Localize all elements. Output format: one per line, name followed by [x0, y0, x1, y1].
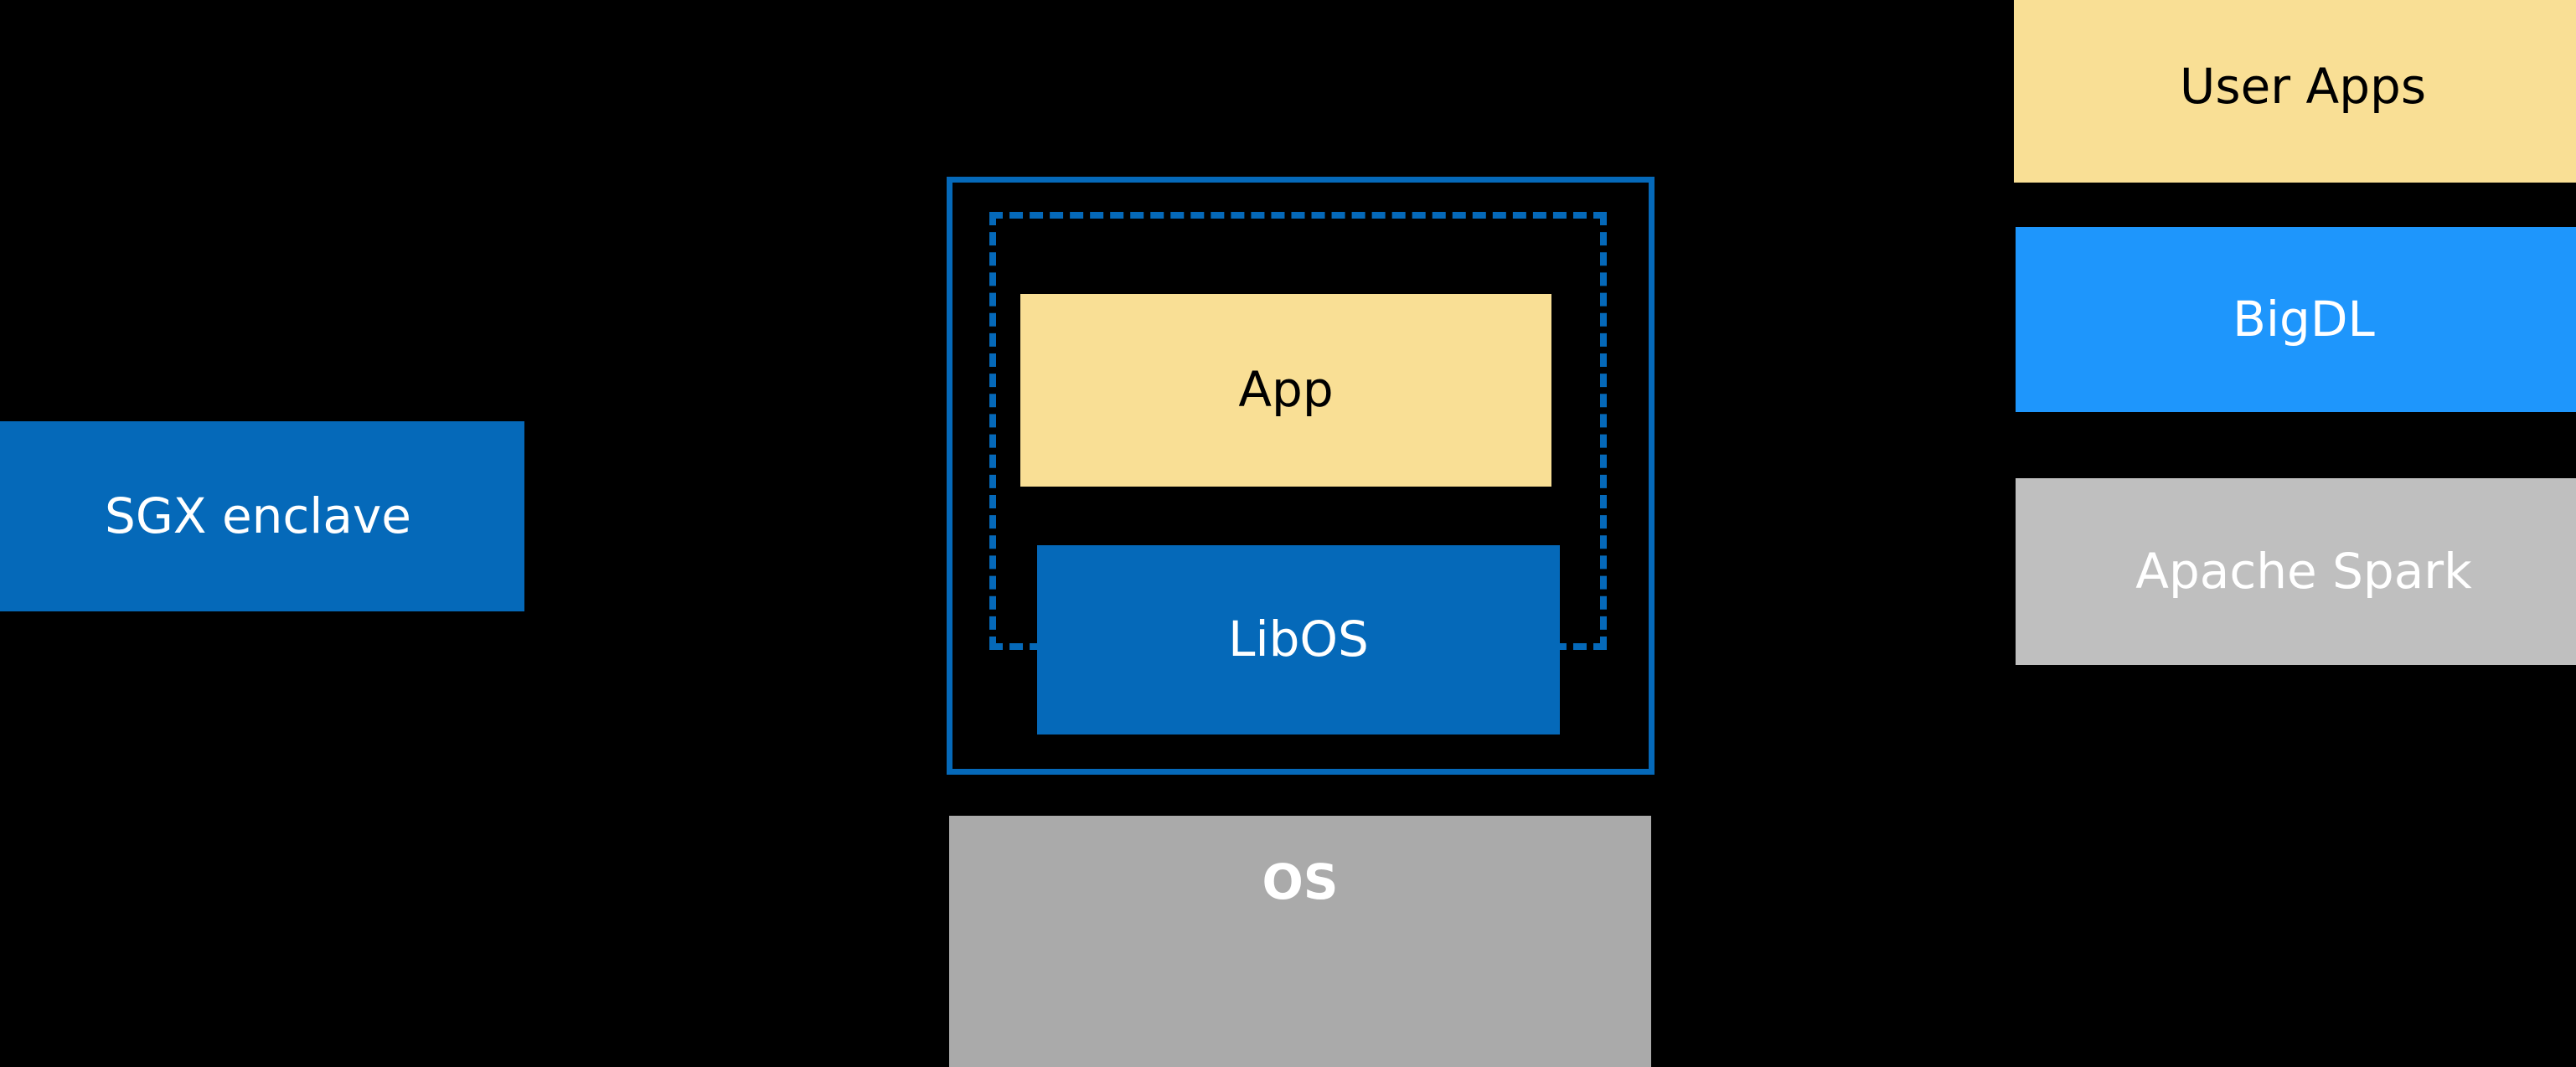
sgx-enclave-label: SGX enclave [105, 487, 411, 544]
app-label: App [1238, 361, 1334, 419]
bigdl-box[interactable]: BigDL [2016, 227, 2576, 412]
sgx-enclave-box[interactable]: SGX enclave [0, 421, 524, 611]
enclave-boundary-outline [947, 177, 1655, 775]
libos-label: LibOS [1228, 611, 1369, 668]
connector-enclave-boundary-to-apache-spark [1595, 539, 2016, 575]
apache-spark-label: Apache Spark [2135, 542, 2472, 600]
apache-spark-box[interactable]: Apache Spark [2016, 478, 2576, 665]
os-box[interactable]: OS [949, 816, 1651, 1067]
os-label: OS [1262, 853, 1339, 910]
user-apps-label: User Apps [2179, 58, 2427, 116]
app-box[interactable]: App [1020, 294, 1551, 487]
bigdl-label: BigDL [2233, 290, 2375, 348]
user-apps-box[interactable]: User Apps [2014, 0, 2576, 183]
connector-sgx-enclave-to-enclave-boundary [513, 507, 947, 523]
connector-enclave-boundary-to-bigdl [1595, 239, 2016, 324]
libos-box[interactable]: LibOS [1037, 545, 1560, 735]
